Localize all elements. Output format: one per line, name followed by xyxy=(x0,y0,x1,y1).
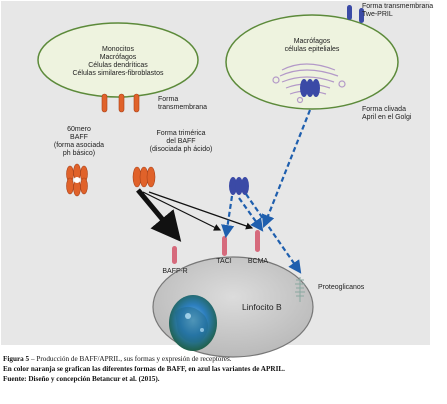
baff-trimer-icon xyxy=(132,166,156,188)
figure-caption: Figura 5 – Producción de BAFF/APRIL, sus… xyxy=(3,354,443,384)
proteoglycan-label: Proteoglicanos xyxy=(318,284,365,291)
april-golgi-icon xyxy=(300,79,320,97)
taci-label: TACI xyxy=(216,258,232,265)
bcma-receptor-icon xyxy=(255,230,260,252)
macrophage-cell-label: Macrófagos células epiteliales xyxy=(284,38,340,53)
lymphocyte-label: Linfocito B xyxy=(242,302,282,312)
bcma-label: BCMA xyxy=(247,258,269,265)
caption-source: Fuente: Diseño y concepción Betancur et … xyxy=(3,375,160,383)
monocyte-cell xyxy=(37,22,199,98)
monocyte-cell-label: Monocitos Macrófagos Células dendríticas… xyxy=(72,46,164,77)
baff-r-receptor-icon xyxy=(172,246,177,264)
taci-receptor-icon xyxy=(222,236,227,256)
twe-prl-label: Forma transmembrana Twe-PRIL xyxy=(362,3,434,18)
cleaved-form-label: Forma clivada April en el Golgi xyxy=(362,106,412,121)
caption-title: – Producción de BAFF/APRIL, sus formas y… xyxy=(29,355,232,363)
april-arrows xyxy=(221,109,312,274)
proteoglycan-icon xyxy=(295,277,305,302)
baff-arrows xyxy=(136,188,254,242)
caption-description: En color naranja se grafican las diferen… xyxy=(3,365,285,373)
baff-60mer-label: 60mero BAFF (forma asociada ph básico) xyxy=(53,126,105,157)
baff-60mer-icon xyxy=(66,163,88,197)
caption-title-line: Figura 5 – Producción de BAFF/APRIL, sus… xyxy=(3,354,443,364)
macrophage-cell xyxy=(225,14,399,110)
nucleus-icon xyxy=(169,295,217,351)
twe-prl-icons xyxy=(347,5,364,23)
baff-transmembrane-icons xyxy=(101,93,140,113)
caption-figure-number: Figura 5 xyxy=(3,355,30,363)
april-trimer-icon xyxy=(229,177,249,195)
baff-trimer-label: Forma trimérica del BAFF (disociada ph á… xyxy=(149,130,213,153)
baff-r-label: BAFF-R xyxy=(162,268,188,275)
transmembrane-form-label: Forma transmembrana xyxy=(158,96,208,111)
